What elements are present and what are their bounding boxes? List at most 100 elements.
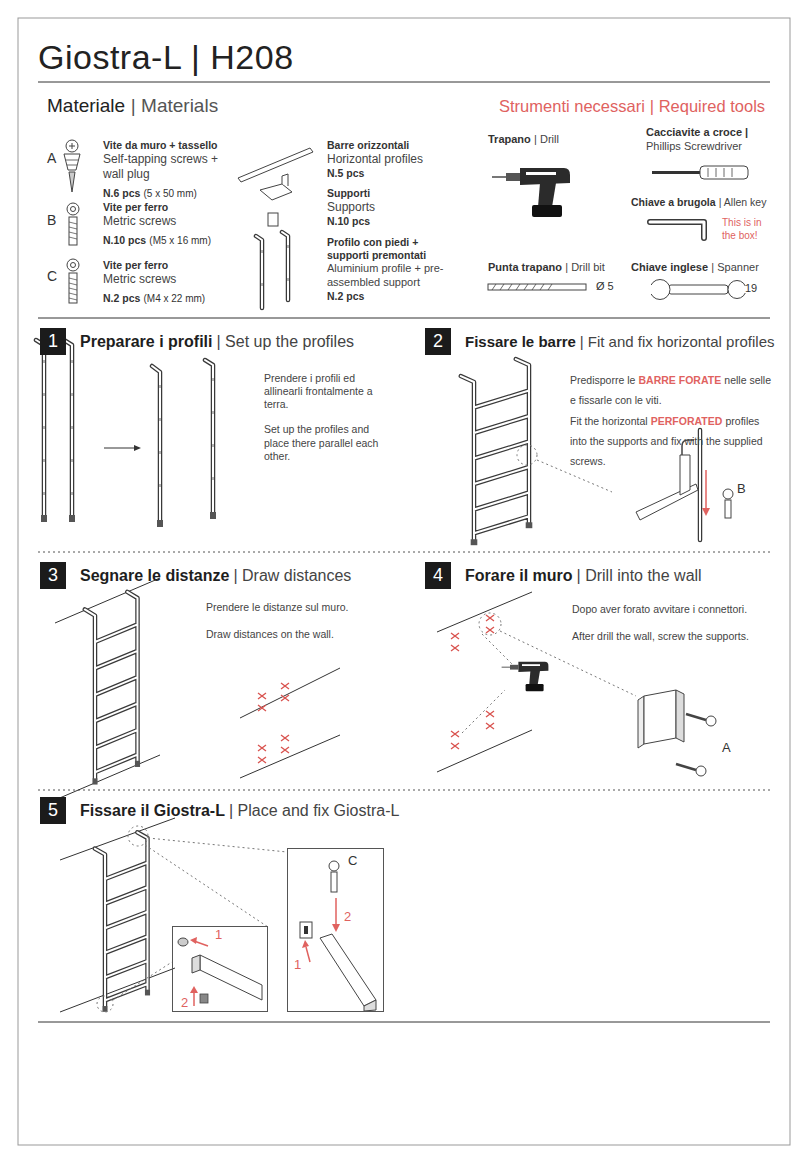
step-number-box: 5Fissare il Giostra-L| Place and fix Gio… xyxy=(40,797,66,824)
note: This is in the box! xyxy=(722,217,778,242)
callout-number: 1 xyxy=(294,957,301,972)
step-title: | Place and fix Giostra-L xyxy=(229,802,399,819)
instruction-text: Prendere le distanze sul muro. xyxy=(206,601,416,614)
drawing-circle xyxy=(128,826,148,846)
drawing-polygon xyxy=(644,690,676,744)
instruction-text: Predisporre le xyxy=(570,374,635,386)
quantity: N.10 pcs xyxy=(327,215,467,228)
step-number: 1 xyxy=(40,328,66,355)
drawing-line xyxy=(462,690,505,733)
drawing-circle xyxy=(67,203,79,215)
step-title: Fissare il Giostra-L xyxy=(80,802,225,819)
part-name: Vite per ferro xyxy=(103,259,235,272)
drawing-line xyxy=(113,962,172,1000)
drawing-polygon xyxy=(134,445,141,451)
drawing-circle xyxy=(696,766,706,776)
drawing-circle xyxy=(67,259,79,271)
drawing-polygon xyxy=(320,934,376,1006)
drawing-rect xyxy=(700,166,748,179)
dimension: (M5 x 16 mm) xyxy=(149,235,211,246)
drawing-line xyxy=(705,470,707,508)
tool-name: | Drill xyxy=(534,133,559,145)
section-title: Materiale xyxy=(47,95,125,116)
text-group: Profilo con piedi + supporti premontatiA… xyxy=(327,236,457,303)
step-number-box: 2Fissare le barre| Fit and fix horizonta… xyxy=(425,328,451,355)
drawing-rect xyxy=(300,922,312,938)
dimension: 19 xyxy=(745,282,757,294)
part-name: Horizontal profiles xyxy=(327,152,467,167)
drawing-g xyxy=(64,140,80,192)
text-group: SupportiSupportsN.10 pcs xyxy=(327,187,467,228)
tool-name: Phillips Screwdriver xyxy=(646,140,786,154)
drawing-line xyxy=(38,552,770,553)
section-title: | Required tools xyxy=(650,97,765,115)
part-name: Barre orizzontali xyxy=(327,139,467,152)
text-group: Vite per ferroMetric screwsN.2 pcs(M4 x … xyxy=(103,259,235,307)
drawing-circle xyxy=(71,207,76,212)
drawing-g xyxy=(67,203,79,245)
part-name: Aluminium profile + pre-assembled suppor… xyxy=(327,262,457,290)
drawing-line xyxy=(104,448,134,449)
drawing-use xyxy=(492,168,570,217)
drawing-line xyxy=(482,634,512,664)
drawing-use xyxy=(258,745,266,763)
quantity: N.6 pcs xyxy=(103,187,140,199)
step-title: Forare il muro xyxy=(465,567,573,584)
step-number-box: 4Forare il muro| Drill into the wall xyxy=(425,562,451,589)
step-title: Segnare le distanze xyxy=(80,567,229,584)
drawing-line xyxy=(652,171,700,174)
drawing-line xyxy=(437,592,532,632)
text-group: Prendere le distanze sul muro.Draw dista… xyxy=(206,601,416,641)
text-group: Materiale| Materials xyxy=(47,94,224,118)
drawing-rect xyxy=(488,284,586,290)
step-title: Fissare le barre xyxy=(465,333,576,350)
drawing-circle xyxy=(66,140,78,152)
tool-name: | Spanner xyxy=(711,261,759,273)
callout-number: 2 xyxy=(181,995,188,1010)
drawing-line xyxy=(38,82,770,83)
drawing-line xyxy=(38,1022,770,1023)
detail-box: 12 xyxy=(172,926,268,1012)
drawing-polygon xyxy=(302,940,309,948)
drawing-path xyxy=(650,222,704,238)
drawing-line xyxy=(193,992,195,1006)
text-group: Fit the horizontalPERFORATEDprofiles int… xyxy=(570,410,775,470)
text-group: Strumenti necessari | Required tools xyxy=(499,96,770,117)
drawing-rect xyxy=(304,926,308,934)
instruction-text: After drill the wall, screw the supports… xyxy=(572,630,782,643)
drawing-path xyxy=(492,284,552,290)
drawing-rect xyxy=(668,285,728,294)
text-group: Barre orizzontaliHorizontal profilesN.5 … xyxy=(327,139,467,180)
drawing-circle xyxy=(479,613,501,635)
drawing-ellipse xyxy=(178,938,188,946)
drawing-path xyxy=(69,143,75,149)
drawing-line xyxy=(55,755,160,800)
step-number: 3 xyxy=(40,562,66,589)
quantity: N.2 pcs xyxy=(327,290,457,303)
drawing-line xyxy=(38,790,770,791)
instruction-highlight: PERFORATED xyxy=(651,415,723,427)
drawing-use xyxy=(281,683,289,701)
text-group: Vite per ferroMetric screwsN.10 pcs(M5 x… xyxy=(103,201,235,249)
section-title: Strumenti necessari xyxy=(499,97,645,115)
drawing-polygon xyxy=(238,148,313,182)
step-title: | Draw distances xyxy=(233,567,351,584)
detail-box: C21 xyxy=(287,848,384,1012)
part-name: Self-tapping screws + wall plug xyxy=(103,152,235,182)
text-group: Prendere i profili ed allinearli frontal… xyxy=(264,372,396,463)
drawing-polygon xyxy=(69,172,75,192)
instruction-text: Fit the horizontal xyxy=(570,415,648,427)
quantity: N.2 pcs xyxy=(103,292,140,304)
drawing-path xyxy=(69,278,77,300)
part-name: Supports xyxy=(327,200,467,215)
text-group: Vite da muro + tasselloSelf-tapping scre… xyxy=(103,139,235,202)
callout-number: C xyxy=(348,853,357,868)
drawing-line xyxy=(148,838,287,852)
step-number: 5 xyxy=(40,797,66,824)
drawing-rect xyxy=(268,213,278,226)
part-name: Vite da muro + tassello xyxy=(103,139,235,152)
drawing-line xyxy=(335,898,337,924)
step-heading: Preparare i profili| Set up the profiles xyxy=(80,328,358,355)
drawing-path xyxy=(708,168,732,177)
tool-name: Trapano xyxy=(488,133,531,145)
